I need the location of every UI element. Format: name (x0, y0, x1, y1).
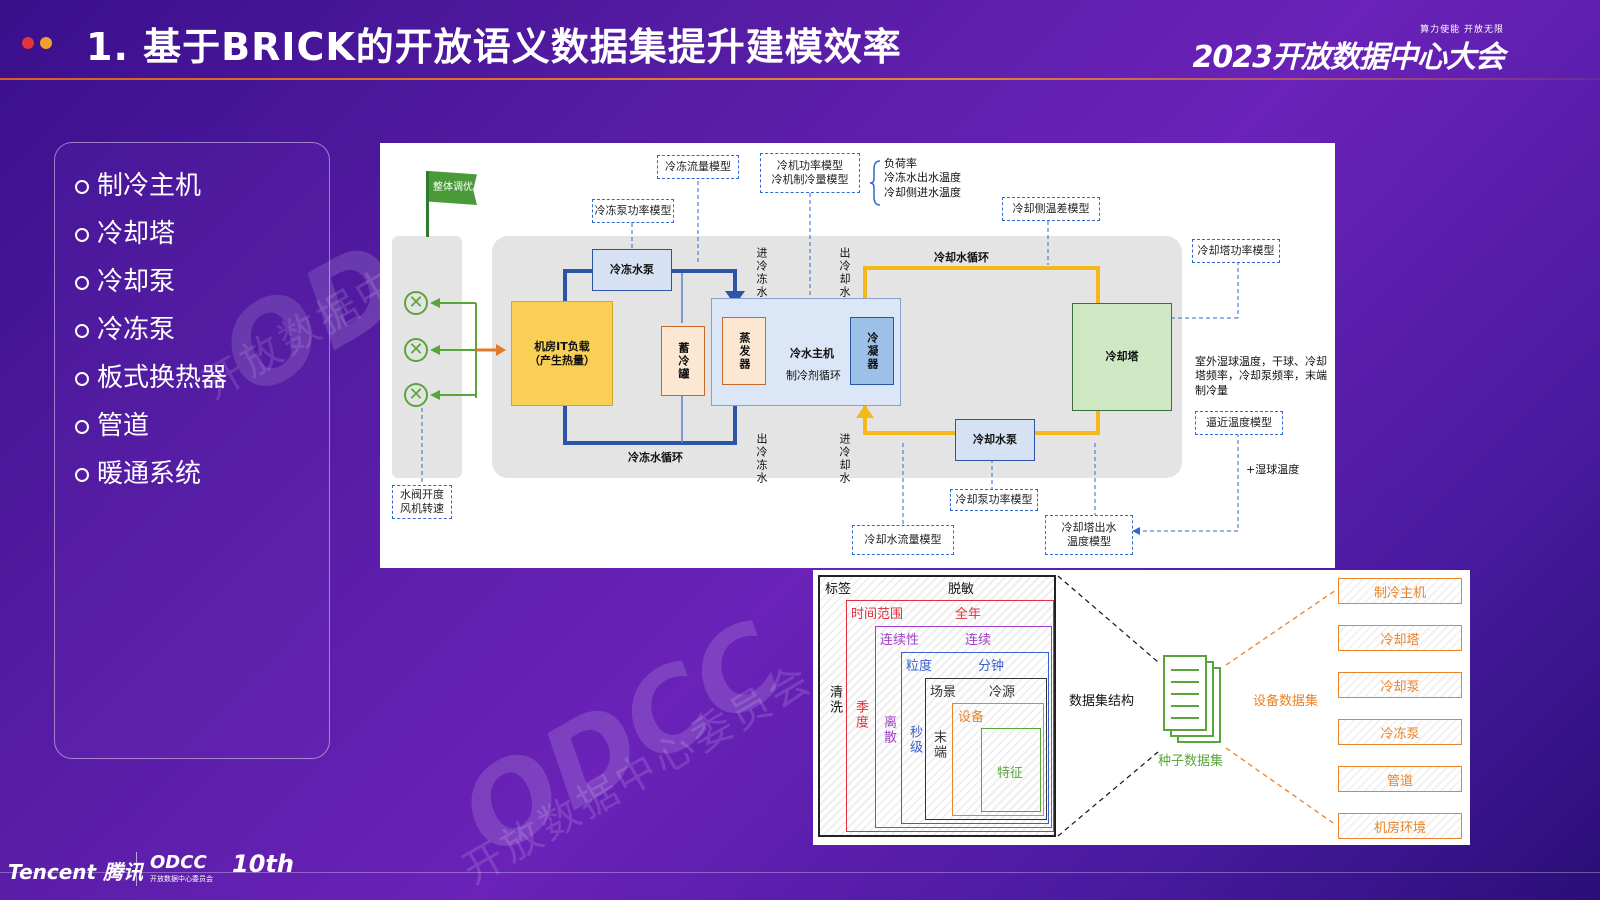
layer-feature-key: 特征 (997, 766, 1024, 781)
dataset-outer-box (818, 575, 1056, 837)
chilled-out-label: 出冷冻水 (755, 433, 768, 485)
list-item: 冷却塔 (75, 213, 175, 250)
bullet-icon (75, 275, 89, 290)
slide-title: 1. 基于BRICK的开放语义数据集提升建模效率 (86, 25, 902, 69)
bullet-icon (75, 371, 89, 386)
list-item: 管道 (75, 405, 149, 442)
device-dataset-item: 制冷主机 (1338, 578, 1462, 604)
chilled-loop-label: 冷冻水循环 (628, 451, 683, 464)
tower-inputs-text: 室外湿球温度，干球、冷却塔频率，冷却泵频率，末端制冷量 (1195, 355, 1327, 397)
device-dataset-label: 设备数据集 (1253, 694, 1319, 709)
chiller-power-model: 冷机功率模型 冷机制冷量模型 (760, 153, 860, 193)
it-load-box: 机房IT负载 （产生热量） (511, 301, 613, 406)
list-item: 暖通系统 (75, 453, 201, 490)
cooling-in-label: 进冷却水 (838, 433, 851, 485)
device-dataset-item: 冷却塔 (1338, 625, 1462, 651)
layer-scene-value: 冷源 (989, 685, 1016, 700)
bullet-icon (75, 323, 89, 338)
tencent-logo: Tencent 腾讯 (8, 860, 144, 884)
layer-granularity-key: 粒度 (906, 659, 933, 674)
layer-scene-side: 末端 (931, 730, 946, 760)
valve-icon: ✕ (404, 383, 428, 407)
bullet-icon (75, 467, 89, 482)
cooling-flow-model: 冷却水流量模型 (852, 525, 954, 555)
wet-bulb-label: +湿球温度 (1246, 463, 1300, 476)
layer-granularity (901, 652, 1049, 824)
seed-dataset-icon (1163, 655, 1221, 743)
storage-tank-box: 蓄冷罐 (661, 326, 705, 396)
layer-feature (981, 728, 1041, 812)
anniversary-logo: 10th (232, 850, 294, 878)
layer-time-key: 时间范围 (851, 607, 904, 622)
tower-outlet-model: 冷却塔出水 温度模型 (1045, 515, 1133, 555)
chilled-pump-box: 冷冻水泵 (592, 249, 672, 291)
title-underline (0, 78, 1600, 80)
layer-granularity-value: 分钟 (978, 659, 1005, 674)
refrigerant-loop-label: 制冷剂循环 (786, 369, 841, 382)
dataset-connectors (1057, 575, 1337, 837)
layer-scene (925, 678, 1047, 820)
clean-label: 清洗 (827, 685, 842, 715)
valve-fan-label: 水阀开度 风机转速 (392, 485, 452, 519)
dataset-structure-label: 数据集结构 (1069, 694, 1135, 709)
list-item: 冷却泵 (75, 261, 175, 298)
layer-continuity (875, 626, 1052, 828)
title-dots (22, 34, 58, 53)
evaporator-box: 蒸发器 (722, 317, 766, 385)
orange-dot-icon (40, 37, 52, 49)
layer-continuity-side: 离散 (881, 715, 896, 745)
device-dataset-item: 冷却泵 (1338, 672, 1462, 698)
chilled-pump-power-model: 冷冻泵功率模型 (592, 199, 674, 223)
chiller-label: 冷水主机 (790, 347, 834, 360)
layer-continuity-key: 连续性 (880, 633, 920, 648)
valve-icon: ✕ (404, 291, 428, 315)
cooling-pump-power-model: 冷却泵功率模型 (950, 489, 1038, 511)
seed-dataset-label: 种子数据集 (1158, 754, 1224, 769)
cooling-tower-box: 冷却塔 (1072, 303, 1172, 411)
odcc-logo: ODCC (150, 852, 207, 873)
brand-tagline: 算力使能 开放无限 (1420, 25, 1504, 35)
dataset-structure-panel: 标签 脱敏 清洗 时间范围 全年 季度 连续性 连续 离散 粒度 分钟 秒级 场… (813, 570, 1470, 845)
flag-optimize: 整体调优 (429, 171, 477, 205)
list-item: 冷冻泵 (75, 309, 175, 346)
device-dataset-item: 机房环境 (1338, 813, 1462, 839)
bullet-icon (75, 227, 89, 242)
hvac-diagram: 整体调优 (380, 143, 1335, 568)
tag-label: 标签 (825, 582, 852, 597)
list-item: 板式换热器 (75, 357, 227, 394)
chiller-inputs-text: 负荷率 冷冻水出水温度 冷却侧进水温度 (884, 157, 961, 199)
tower-power-model: 冷却塔功率模型 (1192, 239, 1280, 263)
red-dot-icon (22, 37, 34, 49)
layer-granularity-side: 秒级 (907, 725, 922, 755)
cooling-loop-label: 冷却水循环 (934, 251, 989, 264)
cooling-temp-diff-model: 冷却侧温差模型 (1002, 197, 1100, 221)
odcc-subtitle: 开放数据中心委员会 (150, 875, 213, 883)
brand-logo: 2023开放数据中心大会 (1192, 40, 1505, 75)
chilled-flow-model: 冷冻流量模型 (657, 155, 739, 179)
layer-device (952, 703, 1044, 816)
device-dataset-item: 冷冻泵 (1338, 719, 1462, 745)
valve-icon: ✕ (404, 338, 428, 362)
device-dataset-item: 管道 (1338, 766, 1462, 792)
chilled-in-label: 进冷冻水 (755, 247, 768, 299)
bullet-icon (75, 419, 89, 434)
approach-temp-model: 逼近温度模型 (1195, 411, 1283, 435)
cooling-pump-box: 冷却水泵 (955, 419, 1035, 461)
layer-time-range (846, 600, 1054, 832)
footer-rule (0, 872, 1600, 873)
layer-scene-key: 场景 (930, 685, 957, 700)
layer-continuity-value: 连续 (965, 633, 992, 648)
cooling-out-label: 出冷却水 (838, 247, 851, 299)
list-item: 制冷主机 (75, 165, 201, 202)
valve-zone (392, 236, 462, 478)
footer-divider (136, 852, 137, 886)
condenser-box: 冷凝器 (850, 317, 894, 385)
bullet-icon (75, 179, 89, 194)
layer-time-side: 季度 (853, 700, 868, 730)
component-list-panel: 制冷主机 冷却塔 冷却泵 冷冻泵 板式换热器 管道 暖通系统 (54, 142, 330, 759)
layer-time-value: 全年 (955, 607, 982, 622)
desens-label: 脱敏 (948, 582, 975, 597)
flag-pole (426, 171, 429, 237)
layer-device-key: 设备 (958, 710, 985, 725)
